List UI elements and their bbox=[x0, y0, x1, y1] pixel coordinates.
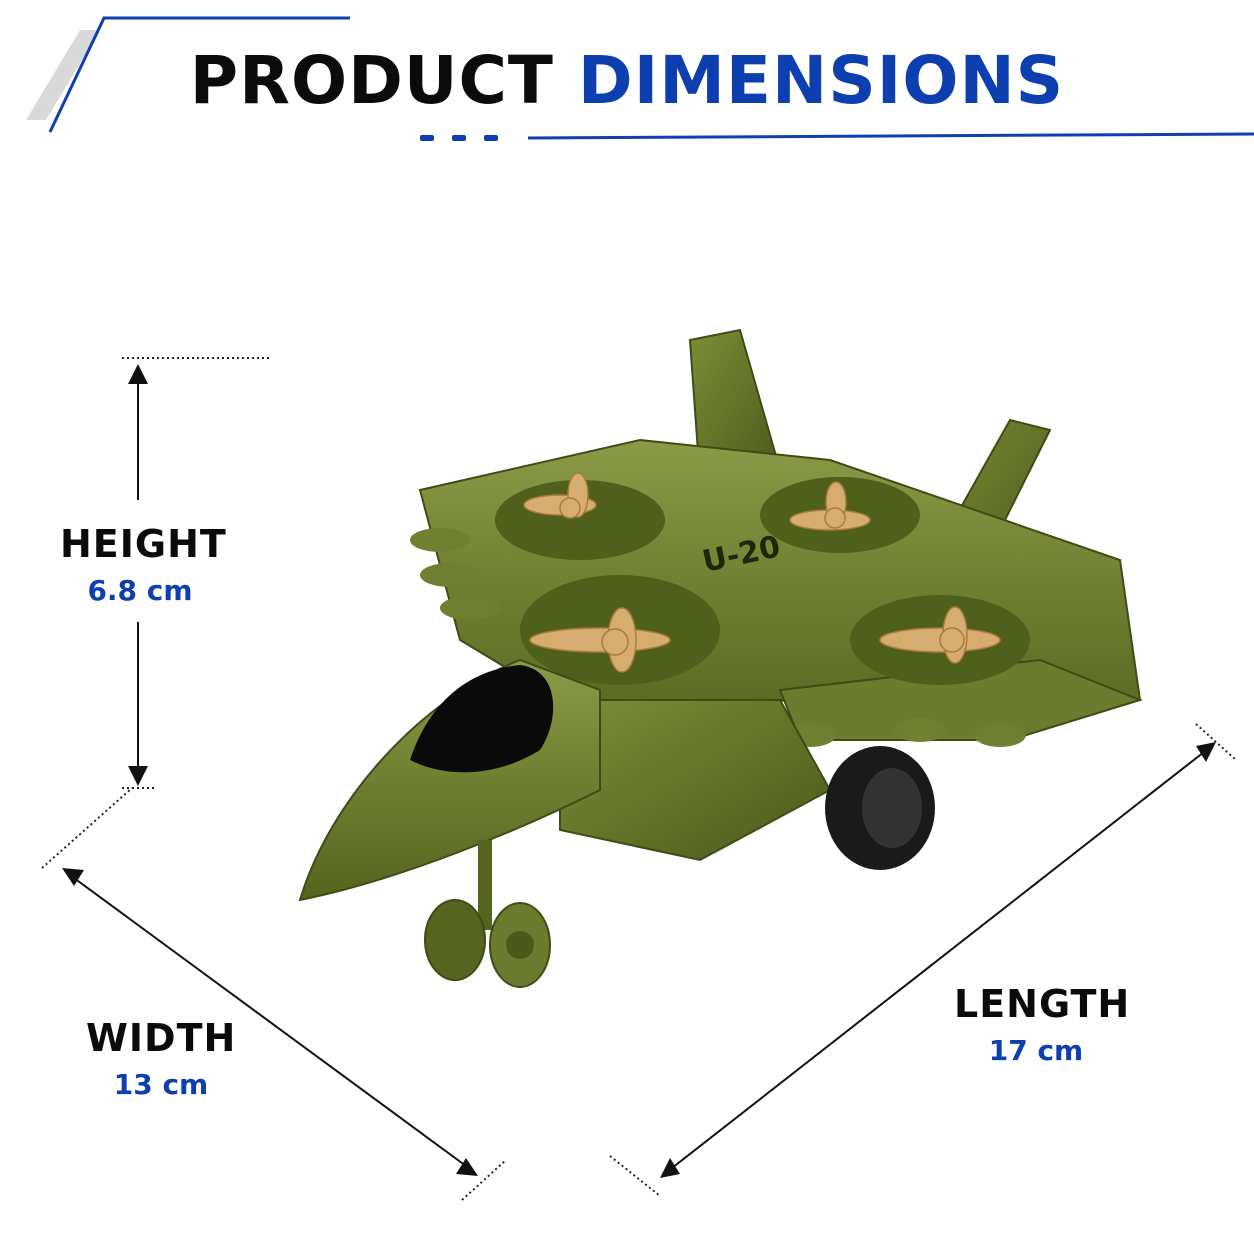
length-name: LENGTH bbox=[954, 982, 1131, 1026]
width-left-guide bbox=[41, 787, 133, 869]
height-name: HEIGHT bbox=[60, 522, 227, 566]
title-word-dimensions: DIMENSIONS bbox=[577, 42, 1065, 119]
rear-wheel-hub bbox=[862, 768, 922, 848]
propeller bbox=[529, 607, 671, 673]
height-arrowhead-down bbox=[128, 766, 148, 786]
title-word-product: PRODUCT bbox=[189, 42, 554, 119]
grey-stripe bbox=[26, 30, 100, 120]
propeller bbox=[789, 481, 871, 531]
propeller bbox=[879, 606, 1001, 664]
missile bbox=[440, 596, 500, 620]
length-bottom-guide bbox=[609, 1155, 661, 1197]
title-dash bbox=[452, 135, 466, 141]
blue-corner-line bbox=[48, 16, 350, 133]
length-value: 17 cm bbox=[988, 1034, 1084, 1067]
missile bbox=[894, 718, 946, 742]
height-value: 6.8 cm bbox=[87, 574, 193, 607]
header-rule bbox=[527, 132, 1254, 140]
cockpit-canopy bbox=[410, 665, 554, 773]
width-arrow-line bbox=[73, 877, 467, 1167]
nose-wheel-hub bbox=[506, 931, 534, 959]
width-name: WIDTH bbox=[86, 1016, 237, 1060]
length-arrow-line bbox=[671, 751, 1205, 1169]
nose-wheel-left bbox=[424, 899, 486, 981]
title-dash bbox=[484, 135, 498, 141]
length-arrowhead-left bbox=[660, 1158, 680, 1178]
height-arrowhead-up bbox=[128, 364, 148, 384]
length-label: LENGTH 17 cm bbox=[954, 982, 1131, 1067]
missile bbox=[410, 528, 470, 552]
length-arrowhead-right bbox=[1196, 742, 1216, 762]
missile bbox=[974, 723, 1026, 747]
width-label: WIDTH 13 cm bbox=[86, 1016, 236, 1101]
nose-gear-strut bbox=[478, 840, 492, 930]
width-value: 13 cm bbox=[113, 1068, 209, 1101]
propeller bbox=[523, 472, 597, 519]
width-arrowhead-left bbox=[62, 868, 84, 886]
width-arrowhead-right bbox=[456, 1158, 478, 1176]
missile bbox=[420, 563, 480, 587]
page-title: PRODUCT DIMENSIONS bbox=[0, 48, 1254, 114]
height-label: HEIGHT 6.8 cm bbox=[60, 522, 227, 607]
title-dash bbox=[420, 135, 434, 141]
